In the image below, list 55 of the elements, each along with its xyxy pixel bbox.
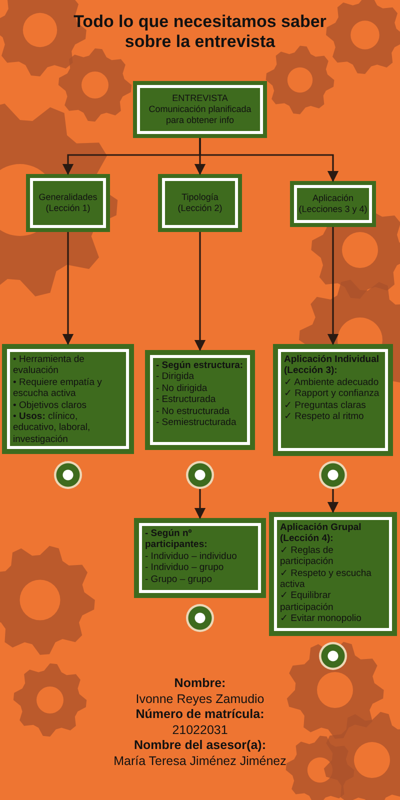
box-text: ENTREVISTA xyxy=(171,93,229,104)
box-text: - Según estructura: xyxy=(156,360,244,372)
content-box xyxy=(133,81,267,138)
box-text: • Usos: clínico, educativo, laboral, investigación xyxy=(13,410,92,446)
box-text: ✓ Equilibrar participación xyxy=(280,590,334,614)
box-text: Aplicación Grupal (Lección 4): xyxy=(280,522,362,545)
box-text: - Grupo – grupo xyxy=(145,574,214,585)
box-text: - No estructurada xyxy=(156,406,230,417)
box-text: - Según nº participantes: xyxy=(145,528,208,551)
box-text: • Herramienta de evaluación xyxy=(13,354,86,377)
content-box xyxy=(290,181,376,227)
info-text: Número de matrícula: xyxy=(134,707,266,721)
content-box xyxy=(2,344,134,454)
box-text: - Estructurada xyxy=(156,394,217,406)
box-text: ✓ Reglas de participación xyxy=(280,544,334,568)
box-text: • Requiere empatía y escucha activa xyxy=(13,376,103,400)
box-text: - Individuo – individuo xyxy=(145,550,238,562)
info-text: 21022031 xyxy=(171,722,229,736)
circle-marker xyxy=(186,604,214,632)
content-box xyxy=(158,174,242,232)
arrow xyxy=(194,489,206,520)
box-text: - Semiestructurada xyxy=(156,416,238,428)
content-box xyxy=(273,344,393,456)
box-text: Aplicación Individual (Lección 3): xyxy=(284,354,380,377)
circle-marker xyxy=(186,461,214,489)
content-box xyxy=(145,350,255,450)
box-text: ✓ Evitar monopolio xyxy=(280,613,362,625)
box-text: ✓ Ambiente adecuado xyxy=(284,376,380,388)
content-box xyxy=(134,518,266,598)
arrow xyxy=(327,227,339,346)
box-text: - Dirigida xyxy=(156,371,196,383)
info-text: María Teresa Jiménez Jiménez xyxy=(112,754,288,768)
title: Todo lo que necesitamos saber sobre la entrevista xyxy=(72,12,328,53)
box-text: - Individuo – grupo xyxy=(145,562,225,574)
box-text: • Objetivos claros xyxy=(13,400,88,411)
box-text: Comunicación planificada para obtener info xyxy=(148,104,252,126)
box-text: ✓ Respeto al ritmo xyxy=(284,410,365,422)
arrow xyxy=(327,489,339,514)
arrow xyxy=(199,138,339,182)
arrow xyxy=(194,232,206,352)
circle-marker xyxy=(319,461,347,489)
box-text: Tipología (Lección 2) xyxy=(176,192,224,214)
content-box xyxy=(26,174,110,232)
arrow xyxy=(62,232,74,346)
circle-marker xyxy=(54,461,82,489)
box-text: ✓ Rapport y confianza xyxy=(284,388,380,400)
info-text: Nombre: xyxy=(173,676,227,690)
content-box xyxy=(269,512,397,636)
box-text: - No dirigida xyxy=(156,382,208,394)
info-text: Nombre del asesor(a): xyxy=(133,738,267,752)
box-text: Generalidades (Lección 1) xyxy=(38,192,98,214)
box-text: Aplicación (Lecciones 3 y 4) xyxy=(298,193,368,215)
info-text: Ivonne Reyes Zamudio xyxy=(134,692,266,706)
box-text: ✓ Preguntas claras xyxy=(284,400,367,411)
box-text: ✓ Respeto y escucha activa xyxy=(280,568,372,590)
